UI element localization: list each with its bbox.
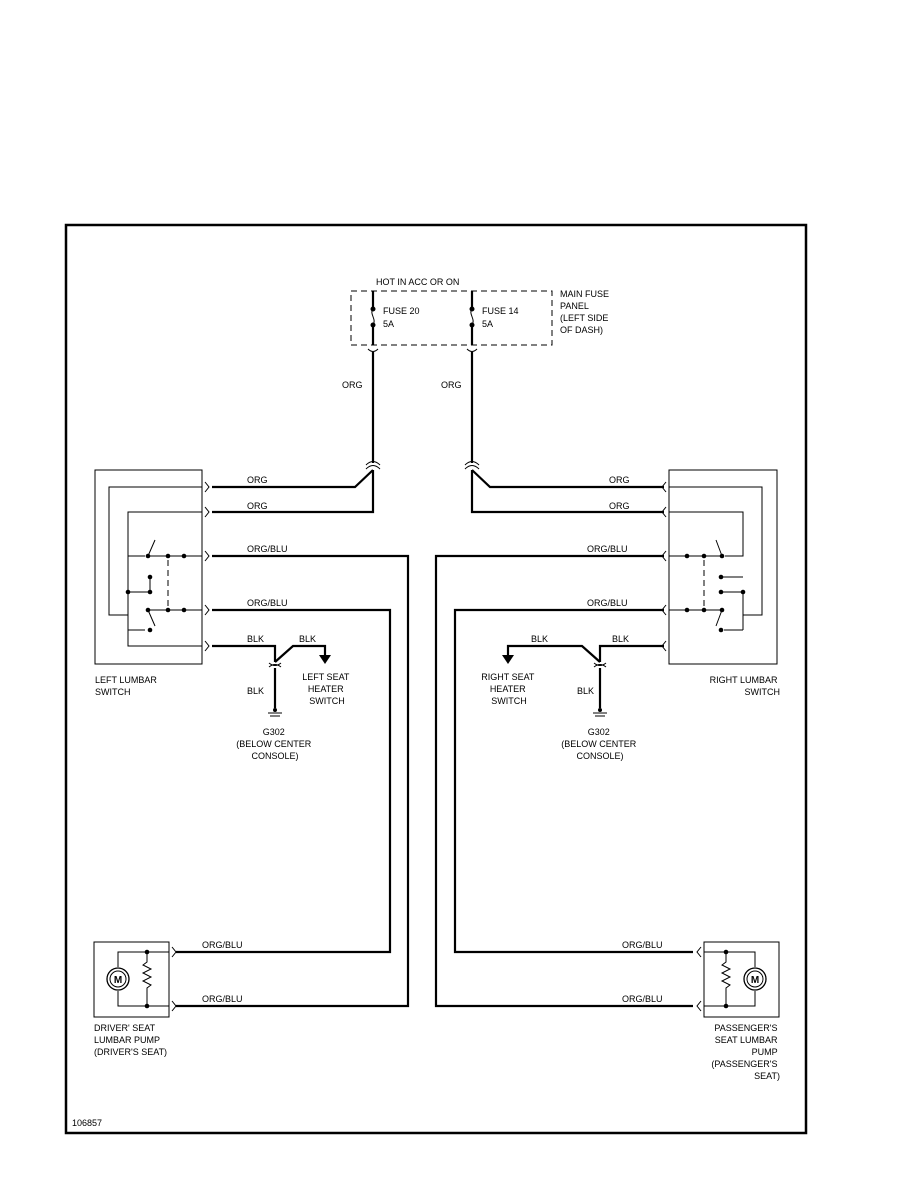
passenger-motor-icon: M bbox=[743, 967, 767, 991]
wire-label-blk-right-2: BLK bbox=[531, 634, 548, 644]
left-heater-label: LEFT SEAT HEATER SWITCH bbox=[302, 672, 352, 706]
left-lumbar-switch-label: LEFT LUMBAR SWITCH bbox=[95, 675, 159, 697]
wire-label-blk-right-3: BLK bbox=[577, 686, 594, 696]
fuse-14-label: FUSE 14 bbox=[482, 306, 519, 316]
right-heater-arrow-icon bbox=[502, 655, 514, 664]
right-heater-label: RIGHT SEAT HEATER SWITCH bbox=[481, 672, 537, 706]
right-lumbar-switch bbox=[661, 469, 778, 665]
wire-label-org-left-feed: ORG bbox=[342, 380, 363, 390]
fuse-14-amp: 5A bbox=[482, 319, 493, 329]
wire-label-blk-left-1: BLK bbox=[247, 634, 264, 644]
wire-label-orgblu-driver-1: ORG/BLU bbox=[202, 940, 243, 950]
wire-label-orgblu-driver-2: ORG/BLU bbox=[202, 994, 243, 1004]
wire-label-org-right-2: ORG bbox=[609, 501, 630, 511]
diagram-frame bbox=[64, 223, 808, 1135]
svg-text:M: M bbox=[114, 975, 122, 986]
right-lumbar-switch-label: RIGHT LUMBAR SWITCH bbox=[710, 675, 780, 697]
wire-label-orgblu-right-2: ORG/BLU bbox=[587, 598, 628, 608]
left-ground-icon bbox=[268, 708, 282, 717]
wire-label-blk-left-2: BLK bbox=[299, 634, 316, 644]
fuse-14: FUSE 14 5A bbox=[469, 291, 519, 345]
wire-label-blk-left-3: BLK bbox=[247, 686, 264, 696]
wire-label-orgblu-pass-1: ORG/BLU bbox=[622, 940, 663, 950]
wire-label-org-left-1: ORG bbox=[247, 475, 268, 485]
svg-text:M: M bbox=[751, 975, 759, 986]
wire-label-org-right-1: ORG bbox=[609, 475, 630, 485]
wire-label-orgblu-left-2: ORG/BLU bbox=[247, 598, 288, 608]
passenger-lumbar-pump: M bbox=[696, 941, 780, 1018]
driver-motor-icon: M bbox=[106, 967, 130, 991]
fuse-panel-label: MAIN FUSE PANEL (LEFT SIDE OF DASH) bbox=[560, 289, 612, 335]
figure-id: 106857 bbox=[72, 1118, 102, 1128]
driver-pump-label: DRIVER' SEAT LUMBAR PUMP (DRIVER'S SEAT) bbox=[94, 1023, 167, 1057]
left-heater-arrow-icon bbox=[319, 655, 331, 664]
fuse-20-amp: 5A bbox=[383, 319, 394, 329]
wire-label-org-right-feed: ORG bbox=[441, 380, 462, 390]
passenger-pump-label: PASSENGER'S SEAT LUMBAR PUMP (PASSENGER'… bbox=[711, 1023, 780, 1081]
fuse-20-label: FUSE 20 bbox=[383, 306, 420, 316]
left-lumbar-switch bbox=[94, 469, 210, 665]
driver-lumbar-pump: M bbox=[93, 941, 177, 1018]
left-ground-label: G302 (BELOW CENTER CONSOLE) bbox=[236, 727, 314, 761]
right-ground-icon bbox=[593, 708, 607, 717]
right-ground-label: G302 (BELOW CENTER CONSOLE) bbox=[561, 727, 639, 761]
wire-label-orgblu-pass-2: ORG/BLU bbox=[622, 994, 663, 1004]
wire-label-org-left-2: ORG bbox=[247, 501, 268, 511]
hot-label: HOT IN ACC OR ON bbox=[376, 277, 459, 287]
wire-label-orgblu-right-1: ORG/BLU bbox=[587, 544, 628, 554]
main-fuse-panel: HOT IN ACC OR ON FUSE 20 5A FUSE 14 5A M… bbox=[350, 277, 612, 346]
wire-label-orgblu-left-1: ORG/BLU bbox=[247, 544, 288, 554]
fuse-20: FUSE 20 5A bbox=[370, 291, 420, 345]
wire-label-blk-right-1: BLK bbox=[612, 634, 629, 644]
